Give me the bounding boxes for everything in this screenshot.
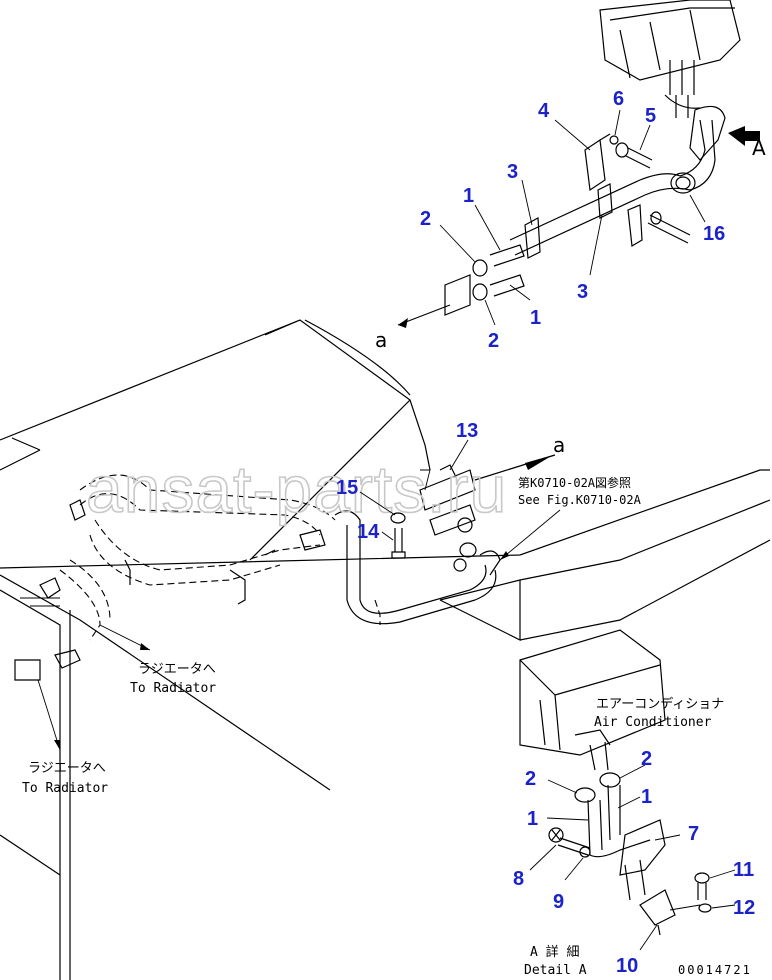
label-part-15: 15 bbox=[336, 477, 358, 499]
air-conditioner-en: Air Conditioner bbox=[594, 715, 712, 730]
view-marker-a: A bbox=[752, 136, 766, 160]
label-part-9: 9 bbox=[553, 891, 564, 913]
label-part-13: 13 bbox=[456, 420, 478, 442]
label-part-1-detail-b: 1 bbox=[641, 786, 652, 808]
middle-pipes bbox=[14, 474, 497, 681]
label-part-16: 16 bbox=[703, 223, 725, 245]
to-radiator-1-en: To Radiator bbox=[130, 681, 216, 696]
top-pipe-assembly bbox=[397, 105, 760, 328]
to-radiator-1-jp: ラジエータへ bbox=[138, 662, 216, 677]
label-part-11: 11 bbox=[733, 859, 754, 881]
label-part-2-detail-a: 2 bbox=[525, 768, 536, 790]
label-part-3-top-a: 3 bbox=[507, 161, 518, 183]
label-part-1-detail-a: 1 bbox=[527, 808, 538, 830]
label-part-2-top-a: 2 bbox=[420, 208, 431, 230]
detail-a-jp: A 詳 細 bbox=[530, 944, 579, 960]
label-part-8: 8 bbox=[513, 868, 524, 890]
radiator-leaders bbox=[37, 624, 151, 751]
see-fig-jp: 第K0710-02A図参照 bbox=[518, 475, 631, 490]
section-marker-a-1: a bbox=[375, 328, 387, 352]
section-marker-a-2: a bbox=[553, 433, 565, 457]
label-part-1-top-b: 1 bbox=[530, 307, 541, 329]
label-part-5: 5 bbox=[645, 105, 656, 127]
part-label-leaders bbox=[359, 109, 736, 951]
detail-a-en: Detail A bbox=[524, 963, 587, 978]
label-part-2-top-b: 2 bbox=[488, 330, 499, 352]
label-part-14: 14 bbox=[357, 521, 380, 543]
label-part-2-detail-b: 2 bbox=[641, 748, 652, 770]
see-fig-en: See Fig.K0710-02A bbox=[518, 493, 642, 507]
to-radiator-2-en: To Radiator bbox=[22, 781, 108, 796]
label-part-3-top-b: 3 bbox=[577, 281, 588, 303]
top-unit bbox=[599, 0, 741, 118]
document-number: 00014721 bbox=[678, 963, 752, 977]
watermark-text: ansat-parts.ru bbox=[86, 452, 507, 526]
label-part-12: 12 bbox=[733, 897, 755, 919]
label-part-4: 4 bbox=[538, 100, 550, 122]
machine-body bbox=[0, 319, 771, 980]
to-radiator-2-jp: ラジエータへ bbox=[28, 761, 106, 776]
label-part-1-top-a: 1 bbox=[463, 185, 474, 207]
label-part-7: 7 bbox=[688, 823, 699, 845]
air-conditioner-jp: エアーコンディショナ bbox=[596, 696, 724, 712]
label-part-10: 10 bbox=[616, 955, 638, 977]
center-connectors bbox=[390, 454, 561, 576]
label-part-6: 6 bbox=[613, 88, 624, 110]
detail-a-assembly bbox=[519, 629, 712, 936]
